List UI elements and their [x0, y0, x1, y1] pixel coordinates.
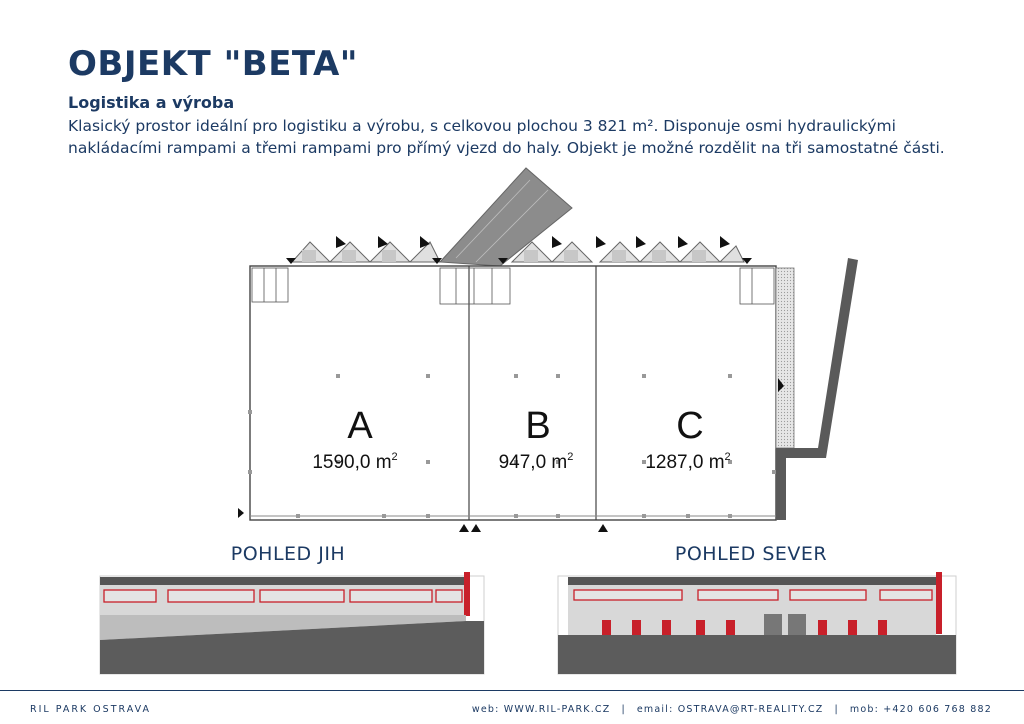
unit-b-area: 947,0 m2	[499, 451, 574, 473]
dock-arrows	[286, 236, 752, 264]
view-north-title: POHLED SEVER	[675, 543, 827, 565]
unit-a-area: 1590,0 m2	[312, 451, 397, 473]
footer-email[interactable]: email: OSTRAVA@RT-REALITY.CZ	[636, 704, 824, 715]
dock-doors	[602, 620, 887, 635]
south-elevation	[99, 572, 485, 675]
retaining-wall	[776, 258, 858, 520]
east-ramp-strip	[775, 267, 795, 449]
page-title: OBJEKT "BETA"	[68, 44, 359, 84]
footer-mobile[interactable]: mob: +420 606 768 882	[849, 704, 992, 715]
access-ramp	[438, 167, 573, 267]
footer-company: RIL PARK OSTRAVA	[30, 704, 151, 715]
footer-contacts: web: WWW.RIL-PARK.CZ|email: OSTRAVA@RT-R…	[471, 704, 992, 715]
unit-c-area: 1287,0 m2	[645, 451, 730, 473]
service-rooms	[251, 267, 775, 305]
footer-web[interactable]: web: WWW.RIL-PARK.CZ	[471, 704, 611, 715]
description: Klasický prostor ideální pro logistiku a…	[68, 117, 945, 157]
unit-a-letter: A	[347, 405, 373, 447]
footer-divider	[0, 690, 1024, 691]
building-outline	[249, 265, 777, 521]
columns	[248, 374, 776, 518]
entry-arrows	[238, 508, 608, 532]
page-subtitle: Logistika a výroba	[68, 93, 235, 112]
north-elevation	[557, 572, 957, 675]
floor-plan-drawing: A 1590,0 m2 B 947,0 m2 C 1287,0 m2 POHLE…	[99, 167, 957, 675]
view-south-title: POHLED JIH	[231, 543, 345, 565]
unit-b-letter: B	[525, 405, 550, 447]
unit-c-letter: C	[676, 405, 703, 447]
